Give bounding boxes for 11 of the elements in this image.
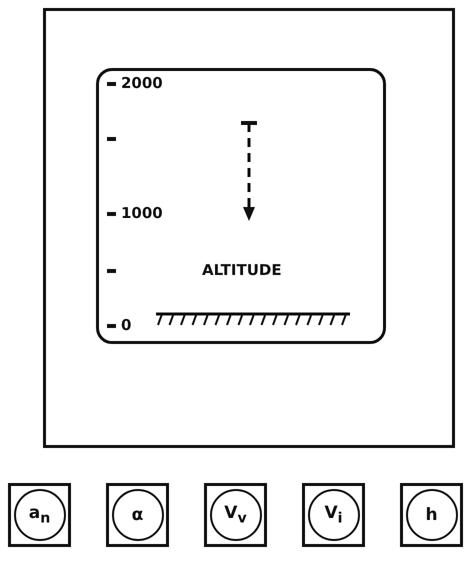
selector-key: V$_{v}$ [204,483,267,547]
scale-value: 1000 [121,204,163,222]
display-screen [96,68,386,344]
selector-key: a$_{n}$ [8,483,71,547]
scale-value: 0 [121,316,132,334]
selector-key: h [400,483,463,547]
display-label: ALTITUDE [202,261,282,279]
scale-value: 2000 [121,74,163,92]
selector-key: α [106,483,169,547]
instrument-panel [43,8,455,448]
selector-key: V$_{i}$ [302,483,365,547]
